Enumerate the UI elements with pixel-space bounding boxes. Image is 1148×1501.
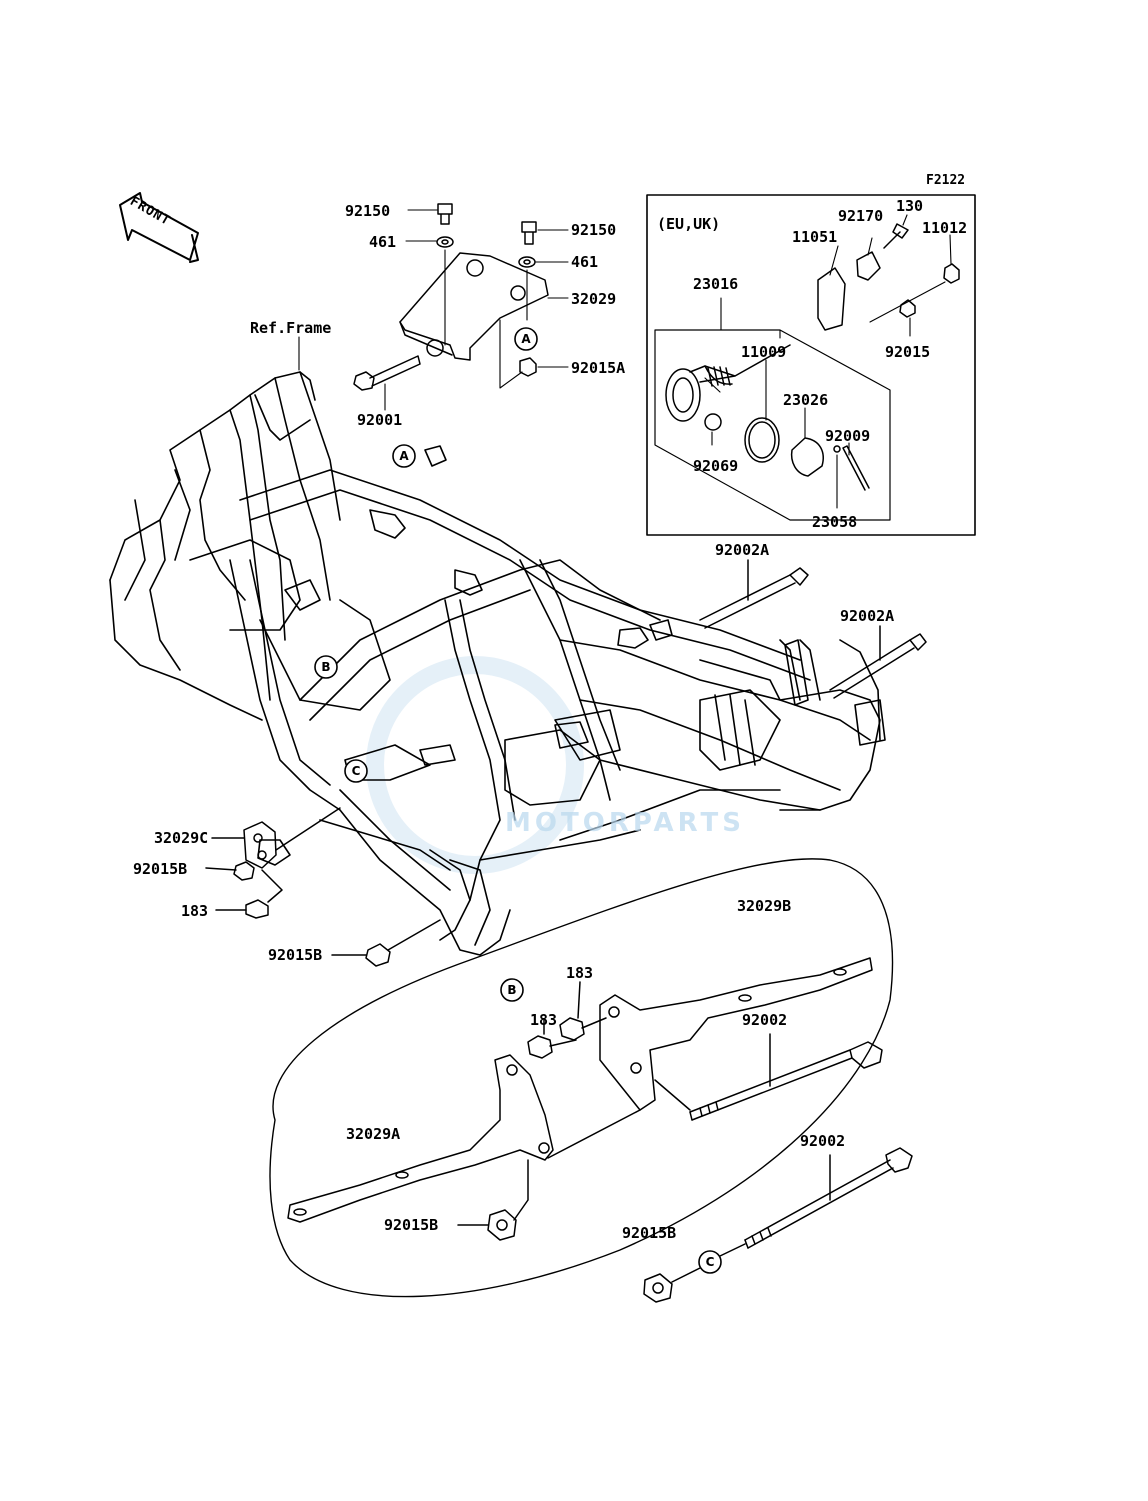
callout-b-frame-circle — [314, 655, 338, 679]
part-11009: 11009 — [741, 343, 787, 361]
front-arrow-icon — [119, 192, 199, 263]
part-183-left: 183 — [181, 902, 209, 920]
part-32029A: 32029A — [346, 1125, 401, 1143]
bracket-32029B — [599, 957, 873, 1111]
fasteners-top — [353, 203, 537, 391]
callout-c-frame-circle — [344, 759, 368, 783]
bolt-92002A-right — [829, 625, 927, 699]
part-92002-lower: 92002 — [800, 1132, 846, 1150]
part-183-upper: 183 — [566, 964, 594, 982]
bracket-32029A — [287, 1054, 554, 1223]
part-130: 130 — [896, 197, 924, 215]
watermark-text: MOTORPARTS — [505, 808, 745, 838]
bracket-32029C — [205, 807, 441, 967]
part-92015B-lower-left: 92015B — [384, 1216, 439, 1234]
ref-frame-label: Ref.Frame — [250, 319, 332, 337]
part-23016: 23016 — [693, 275, 739, 293]
part-92002A-top: 92002A — [715, 541, 770, 559]
part-461-right: 461 — [571, 253, 599, 271]
callout-c-lower: C — [706, 1255, 715, 1269]
top-leader-lines — [298, 209, 569, 411]
bolts-183 — [527, 981, 607, 1059]
lower-inset-oval — [269, 858, 894, 1298]
callout-b-frame: B — [321, 660, 330, 674]
callout-a-top-circle — [514, 327, 538, 351]
part-92150-right: 92150 — [571, 221, 617, 239]
part-92015B-lower-right: 92015B — [622, 1224, 677, 1242]
callout-c-frame: C — [352, 764, 361, 778]
part-92069: 92069 — [693, 457, 739, 475]
nut-92015B-lower-right — [643, 1243, 746, 1303]
callout-a-frame: A — [399, 449, 409, 463]
part-11051: 11051 — [792, 228, 838, 246]
callout-b-lower-circle — [500, 978, 524, 1002]
bolt-92002-upper — [547, 1033, 883, 1159]
part-92015B-left: 92015B — [133, 860, 188, 878]
part-32029B: 32029B — [737, 897, 792, 915]
part-32029: 32029 — [571, 290, 617, 308]
part-23026: 23026 — [783, 391, 829, 409]
callout-b-lower: B — [507, 983, 516, 997]
bracket-32029 — [399, 252, 549, 361]
bolt-92002-lower — [744, 1147, 913, 1249]
part-92009: 92009 — [825, 427, 871, 445]
part-92001: 92001 — [357, 411, 403, 429]
part-11012: 11012 — [922, 219, 968, 237]
callout-a-frame-circle — [392, 444, 416, 468]
part-92002-upper: 92002 — [742, 1011, 788, 1029]
headlight-assembly — [665, 223, 960, 491]
nut-92015B-lower-left — [457, 1159, 529, 1241]
part-183-lower: 183 — [530, 1011, 558, 1029]
figure-code: F2122 — [926, 173, 966, 188]
callout-c-lower-circle — [698, 1250, 722, 1274]
part-92150-left: 92150 — [345, 202, 391, 220]
inset-region-label: (EU,UK) — [657, 215, 721, 233]
callout-a-top: A — [521, 332, 531, 346]
bolt-92002A-top — [699, 559, 809, 629]
part-32029C: 32029C — [154, 829, 209, 847]
part-23058: 23058 — [812, 513, 858, 531]
part-92015A: 92015A — [571, 359, 626, 377]
inset-box — [646, 194, 976, 536]
part-461-left: 461 — [369, 233, 397, 251]
part-92015B-frame: 92015B — [268, 946, 323, 964]
part-92015: 92015 — [885, 343, 931, 361]
inset-leaders — [704, 214, 952, 509]
part-92170: 92170 — [838, 207, 884, 225]
part-92002A-right: 92002A — [840, 607, 895, 625]
